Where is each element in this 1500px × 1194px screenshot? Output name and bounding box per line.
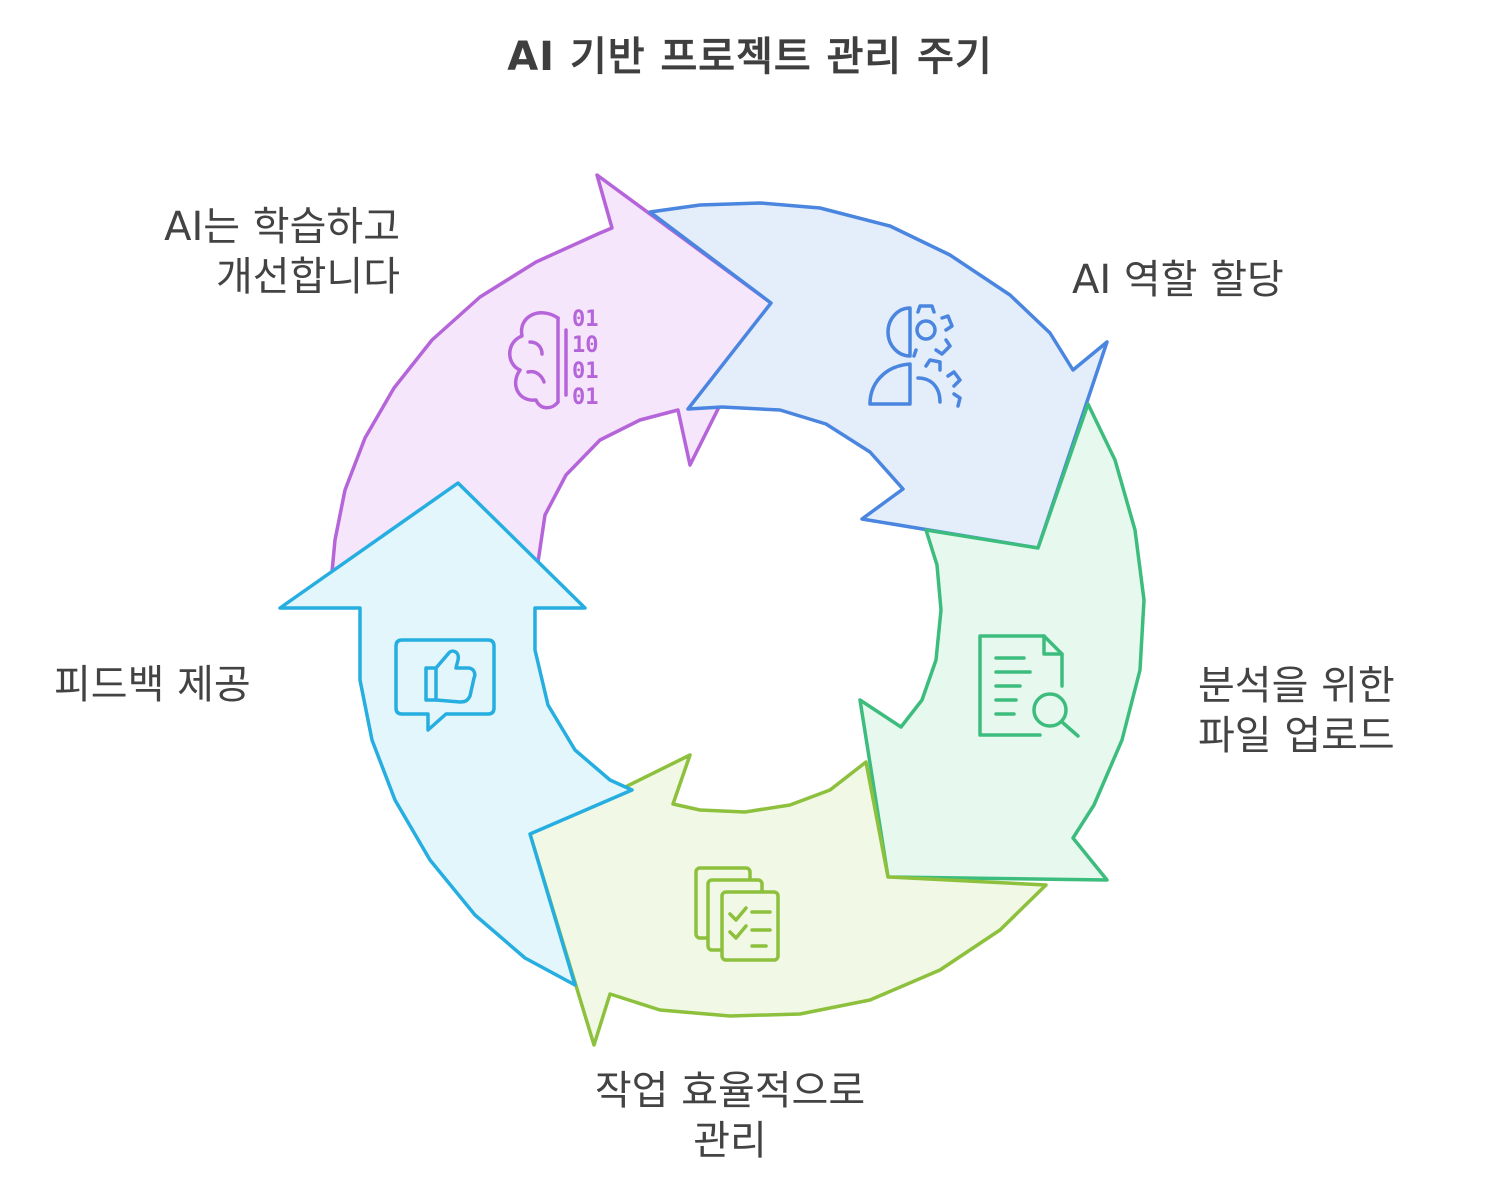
stage-label-assign: AI 역할 할당 — [1072, 255, 1284, 305]
stage-label-manage-line-2: 관리 — [693, 1118, 767, 1164]
cycle-segments — [278, 173, 1146, 1047]
stage-label-feedback-line-1: 피드백 제공 — [54, 662, 251, 708]
binary-line-2: 10 — [572, 333, 599, 358]
stage-label-assign-line-1: AI 역할 할당 — [1072, 257, 1284, 303]
page-title: AI 기반 프로젝트 관리 주기 — [507, 34, 993, 80]
task-checklist-icon — [694, 866, 780, 962]
document-search-icon — [978, 634, 1080, 738]
cycle-segment-feedback — [278, 481, 634, 987]
brain-binary-icon: 01 10 01 01 — [508, 307, 599, 410]
stage-label-upload: 분석을 위한 파일 업로드 — [1198, 661, 1395, 761]
binary-line-1: 01 — [572, 307, 599, 332]
binary-line-3: 01 — [572, 359, 599, 384]
binary-line-4: 01 — [572, 385, 599, 410]
stage-label-learn-line-2: 개선합니다 — [216, 254, 400, 300]
cycle-segment-assign — [648, 201, 1109, 550]
thumbs-up-feedback-icon — [394, 638, 496, 732]
person-gear-icon — [868, 304, 962, 408]
stage-label-learn-line-1: AI는 학습하고 — [164, 204, 400, 250]
cycle-segment-learn — [330, 173, 773, 574]
stage-label-feedback: 피드백 제공 — [54, 660, 251, 710]
stage-label-manage: 작업 효율적으로 관리 — [560, 1066, 900, 1166]
stage-label-manage-line-1: 작업 효율적으로 — [594, 1068, 866, 1114]
stage-label-learn: AI는 학습하고 개선합니다 — [60, 202, 400, 302]
stage-label-upload-line-1: 분석을 위한 — [1198, 663, 1395, 709]
stage-label-upload-line-2: 파일 업로드 — [1198, 713, 1395, 759]
cycle-icons: 01 10 01 01 — [394, 304, 1080, 962]
